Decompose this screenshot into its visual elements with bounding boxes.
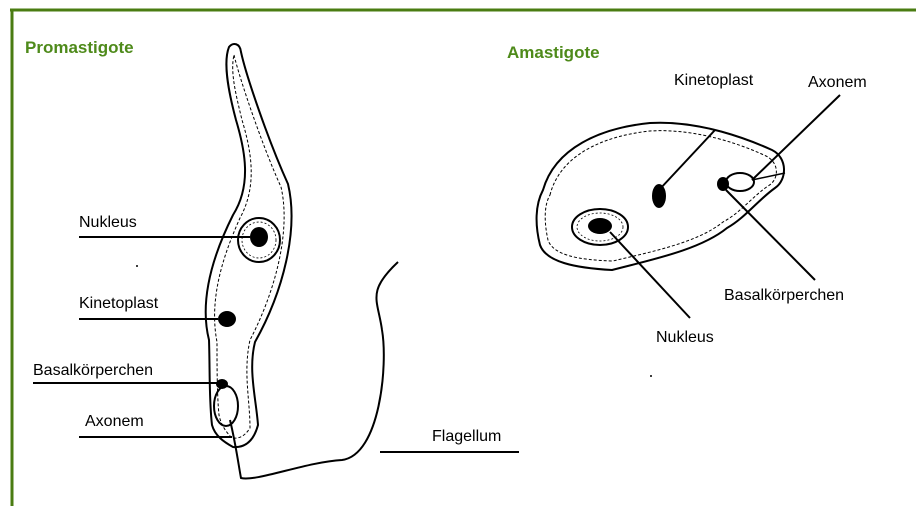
promastigote-flagellum-label: Flagellum <box>432 428 501 446</box>
promastigote-axoneme-label: Axonem <box>85 413 144 431</box>
promastigote-kinetoplast-label: Kinetoplast <box>79 295 158 313</box>
amastigote-kinetoplast <box>652 184 666 208</box>
amastigote-kinetoplast-label: Kinetoplast <box>674 72 753 90</box>
amastigote-axoneme-leader <box>752 95 840 180</box>
promastigote-title: Promastigote <box>25 38 134 58</box>
amastigote-basal-body-label: Basalkörperchen <box>724 287 844 305</box>
amastigote-nucleus-label: Nukleus <box>656 329 714 347</box>
amastigote-basal-body-leader <box>726 190 815 280</box>
amastigote-axoneme-label: Axonem <box>808 74 867 92</box>
promastigote-flagellum <box>230 262 398 479</box>
amastigote-title: Amastigote <box>507 43 600 63</box>
amastigote-axoneme-pocket <box>726 173 754 191</box>
promastigote-kinetoplast <box>218 311 236 327</box>
amastigote-nucleus-leader <box>610 232 690 318</box>
promastigote-nucleus-label: Nukleus <box>79 214 137 232</box>
promastigote-nucleus <box>250 227 268 247</box>
speck <box>136 265 138 267</box>
amastigote-nucleus <box>588 218 612 234</box>
amastigote-kinetoplast-leader <box>659 130 715 190</box>
speck <box>650 375 652 377</box>
promastigote-basal-body-label: Basalkörperchen <box>33 362 153 380</box>
promastigote-axoneme-pocket <box>214 386 238 426</box>
